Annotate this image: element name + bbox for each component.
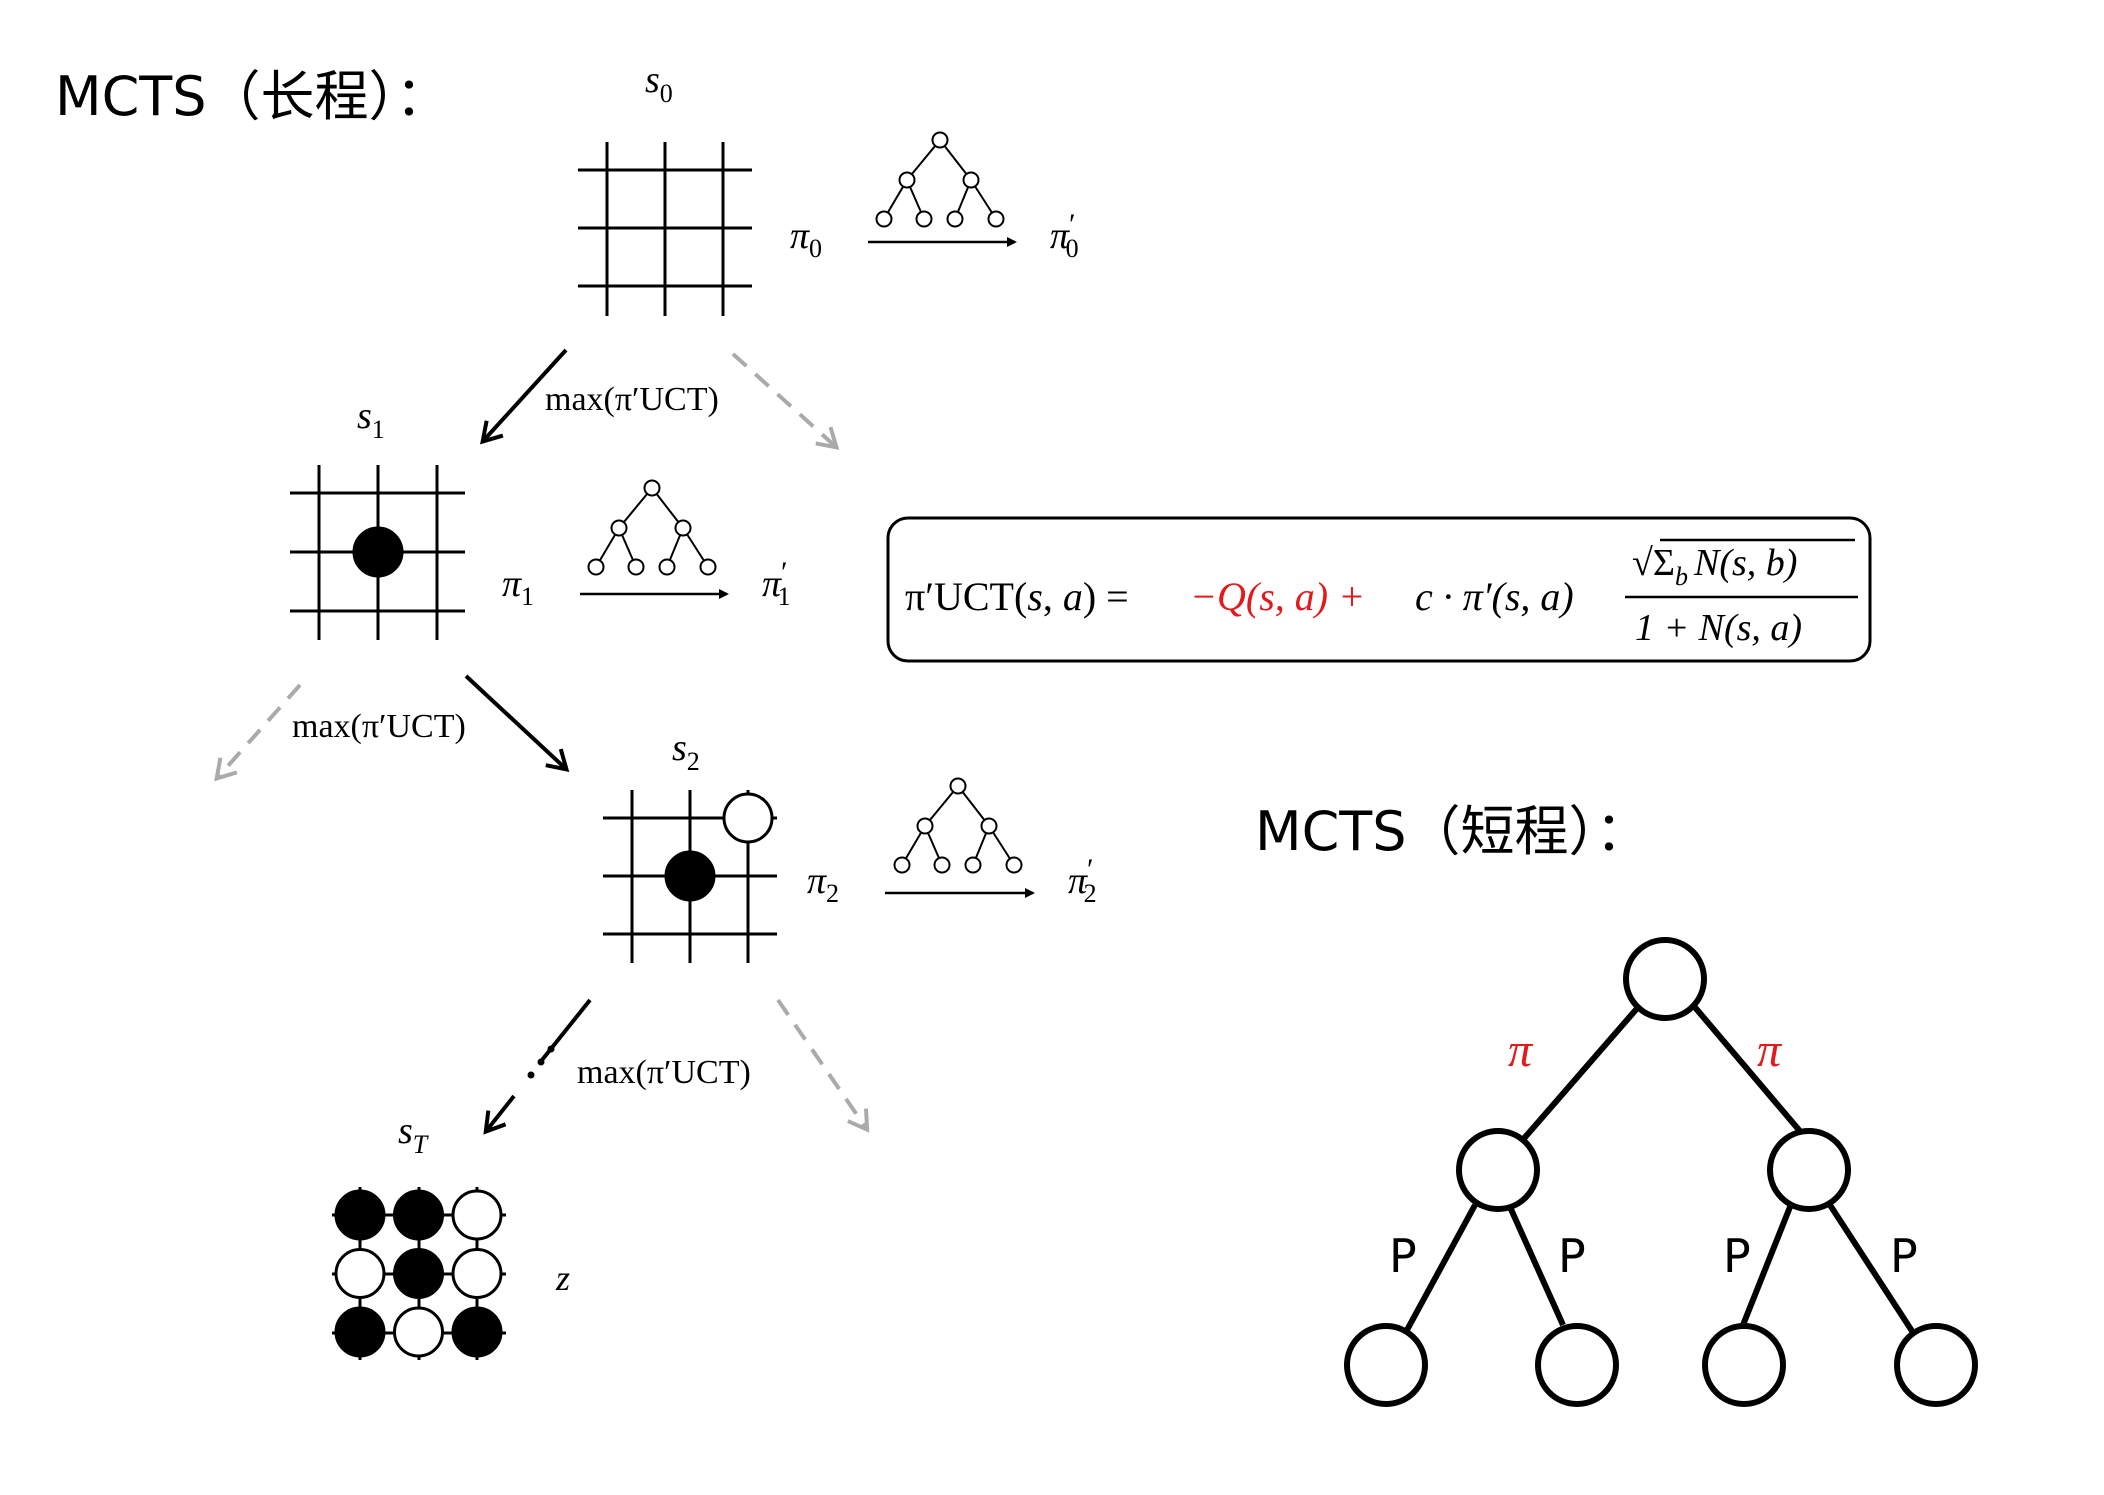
mini-tree-node bbox=[946, 210, 964, 228]
title-long: MCTS（长程）： bbox=[55, 65, 450, 128]
black-stone bbox=[352, 526, 404, 578]
select-label-0: max(π′UCT) bbox=[545, 381, 719, 418]
tree-node-right bbox=[1767, 1128, 1851, 1212]
policy-out-1: π′1 bbox=[762, 556, 791, 611]
state-label-s0: s0 bbox=[645, 59, 673, 108]
uct-formula: π′UCT(s, a) = −Q(s, a) + c · π′(s, a) √Σ… bbox=[886, 516, 1872, 663]
black-stone bbox=[393, 1189, 444, 1241]
policy-row-0: π0 π′0 bbox=[790, 208, 1079, 263]
state-label-s1: s1 bbox=[357, 395, 385, 444]
mini-search-tree-1 bbox=[587, 479, 717, 576]
mini-tree-node bbox=[915, 210, 933, 228]
mini-tree-node bbox=[933, 856, 951, 874]
policy-row-2: π2 π′2 bbox=[807, 853, 1097, 908]
policy-out-0: π′0 bbox=[1050, 208, 1079, 263]
mini-tree-node bbox=[674, 519, 692, 537]
title-short: MCTS（短程）： bbox=[1255, 800, 1650, 863]
policy-row-1: π1 π′1 bbox=[502, 556, 791, 611]
mini-tree-node bbox=[916, 817, 934, 835]
board-s1 bbox=[290, 465, 465, 640]
mini-tree-node bbox=[962, 171, 980, 189]
arrow-s0-s1 bbox=[480, 348, 568, 445]
edge-root-right bbox=[1690, 1003, 1813, 1145]
edge-label-p-2: P bbox=[1558, 1229, 1586, 1283]
arrow-s2-alt bbox=[776, 998, 870, 1133]
edge-label-p-1: P bbox=[1389, 1229, 1417, 1283]
edge-label-p-4: P bbox=[1890, 1229, 1918, 1283]
mini-tree-node bbox=[1005, 856, 1023, 874]
black-stone bbox=[334, 1189, 386, 1241]
ellipsis-dot bbox=[537, 1058, 545, 1066]
edge-root-left bbox=[1517, 1003, 1643, 1145]
formula-c-term: c · π′(s, a) bbox=[1415, 574, 1574, 619]
edge-label-pi-right: π bbox=[1757, 1024, 1783, 1077]
mini-tree-node bbox=[931, 131, 949, 149]
state-label-sT: sT bbox=[398, 1110, 429, 1159]
tree-node-rr bbox=[1894, 1323, 1978, 1407]
tree-node-rl bbox=[1702, 1323, 1786, 1407]
select-label-1: max(π′UCT) bbox=[292, 708, 466, 745]
tree-node-lr bbox=[1535, 1323, 1619, 1407]
formula-box bbox=[886, 516, 1872, 663]
mini-tree-node bbox=[699, 558, 717, 576]
mini-tree-node bbox=[610, 519, 628, 537]
mini-tree-node bbox=[893, 856, 911, 874]
policy-in-2: π2 bbox=[807, 860, 839, 908]
arrow-s0-alt bbox=[731, 352, 840, 450]
white-stone bbox=[722, 792, 774, 844]
edge-right-left bbox=[1740, 1205, 1793, 1327]
formula-denominator: 1 + N(s, a) bbox=[1635, 607, 1802, 649]
policy-out-2: π′2 bbox=[1068, 853, 1097, 908]
arrow-s1-alt bbox=[214, 683, 302, 782]
ellipsis-dot bbox=[527, 1071, 535, 1079]
terminal-value: z bbox=[555, 1258, 570, 1298]
mini-tree-node bbox=[643, 479, 661, 497]
white-stone bbox=[451, 1248, 503, 1299]
edge-left-right bbox=[1507, 1205, 1566, 1327]
state-label-s2: s2 bbox=[672, 727, 700, 776]
mini-tree-node bbox=[949, 777, 967, 795]
board-s0 bbox=[578, 142, 752, 316]
mini-search-tree-2 bbox=[893, 777, 1023, 874]
black-stone bbox=[451, 1306, 503, 1358]
mini-tree-node bbox=[898, 171, 916, 189]
white-stone bbox=[393, 1306, 444, 1358]
stones-layer bbox=[334, 526, 774, 1358]
edge-left-left bbox=[1404, 1203, 1478, 1332]
black-stone bbox=[334, 1306, 386, 1358]
formula-q-term: −Q(s, a) + bbox=[1190, 574, 1365, 619]
tree-node-left bbox=[1456, 1128, 1540, 1212]
tree-node-root bbox=[1623, 937, 1707, 1021]
edge-label-p-3: P bbox=[1723, 1229, 1751, 1283]
mini-tree-node bbox=[627, 558, 645, 576]
mini-tree-node bbox=[658, 558, 676, 576]
white-stone bbox=[334, 1248, 386, 1299]
formula-lhs: π′UCT(s, a) = bbox=[905, 574, 1129, 619]
mini-search-tree-0 bbox=[875, 131, 1005, 228]
mini-tree-node bbox=[980, 817, 998, 835]
tree-node-ll bbox=[1344, 1323, 1428, 1407]
transition-arrows: max(π′UCT) max(π′UCT) max(π′UCT) bbox=[214, 348, 870, 1135]
mini-tree-node bbox=[875, 210, 893, 228]
mini-tree-node bbox=[964, 856, 982, 874]
mini-tree-node bbox=[587, 558, 605, 576]
white-stone bbox=[451, 1189, 503, 1241]
policy-in-1: π1 bbox=[502, 563, 534, 611]
arrow-s2-sT bbox=[483, 1094, 516, 1135]
ellipsis-dot bbox=[547, 1045, 555, 1053]
edge-label-pi-left: π bbox=[1508, 1024, 1534, 1077]
mini-tree-node bbox=[987, 210, 1005, 228]
short-tree bbox=[1344, 937, 1978, 1407]
mini-trees bbox=[587, 131, 1023, 874]
arrow-s1-s2 bbox=[464, 674, 570, 772]
policy-in-0: π0 bbox=[790, 215, 822, 263]
black-stone bbox=[393, 1248, 444, 1299]
edge-right-right bbox=[1827, 1203, 1915, 1333]
select-label-2: max(π′UCT) bbox=[577, 1054, 751, 1091]
black-stone bbox=[664, 850, 716, 902]
